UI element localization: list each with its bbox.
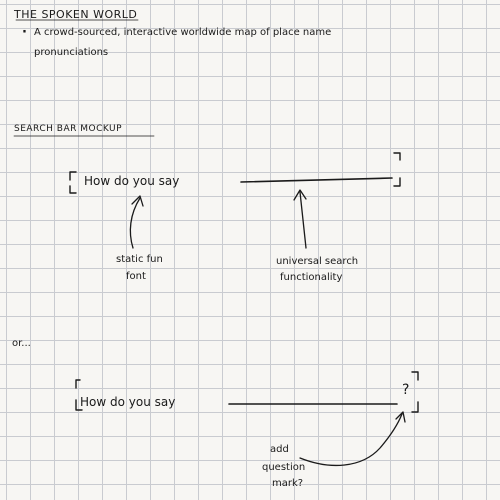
section-title: SEARCH BAR MOCKUP: [14, 124, 123, 134]
or-separator: or...: [12, 338, 31, 349]
description-line-1: A crowd-sourced, interactive worldwide m…: [34, 27, 332, 38]
annotation-universal-search-line1: universal search: [276, 256, 359, 267]
annotation-universal-search-line2: functionality: [280, 272, 343, 283]
bullet-dot: ·: [22, 25, 27, 40]
annotation-add-line1: add: [270, 444, 289, 455]
mockup1-bracket-bottom-left: [69, 185, 77, 194]
search-prompt-text: How do you say: [84, 174, 180, 188]
mockup1-bracket-top-left: [69, 171, 77, 181]
arrowhead-to-search-line: [293, 189, 307, 201]
annotation-add-line3: mark?: [272, 478, 304, 489]
search-prompt-text-2: How do you say: [80, 395, 176, 409]
page-title: THE SPOKEN WORLD: [14, 8, 138, 21]
arrowhead-to-question-mark: [395, 411, 406, 423]
annotation-add-line2: question: [262, 462, 306, 473]
arrow-to-question-mark: [299, 413, 403, 467]
annotation-static-font-line2: font: [126, 271, 146, 282]
mockup1-bracket-bottom-right: [393, 177, 401, 187]
arrow-to-search-line: [299, 191, 307, 249]
mockup2-bracket-top-left: [75, 379, 81, 389]
mockup2-bracket-bottom-right: [411, 401, 419, 413]
arrowhead-to-prompt: [131, 195, 144, 207]
mockup1-search-input-line: [240, 177, 393, 183]
mockup1-bracket-top-right: [393, 152, 401, 161]
description-line-2: pronunciations: [34, 47, 109, 58]
question-mark-symbol: ?: [402, 382, 410, 398]
mockup2-bracket-top-right: [411, 371, 419, 381]
arrow-to-prompt: [129, 197, 141, 249]
annotation-static-font-line1: static fun: [116, 254, 163, 265]
